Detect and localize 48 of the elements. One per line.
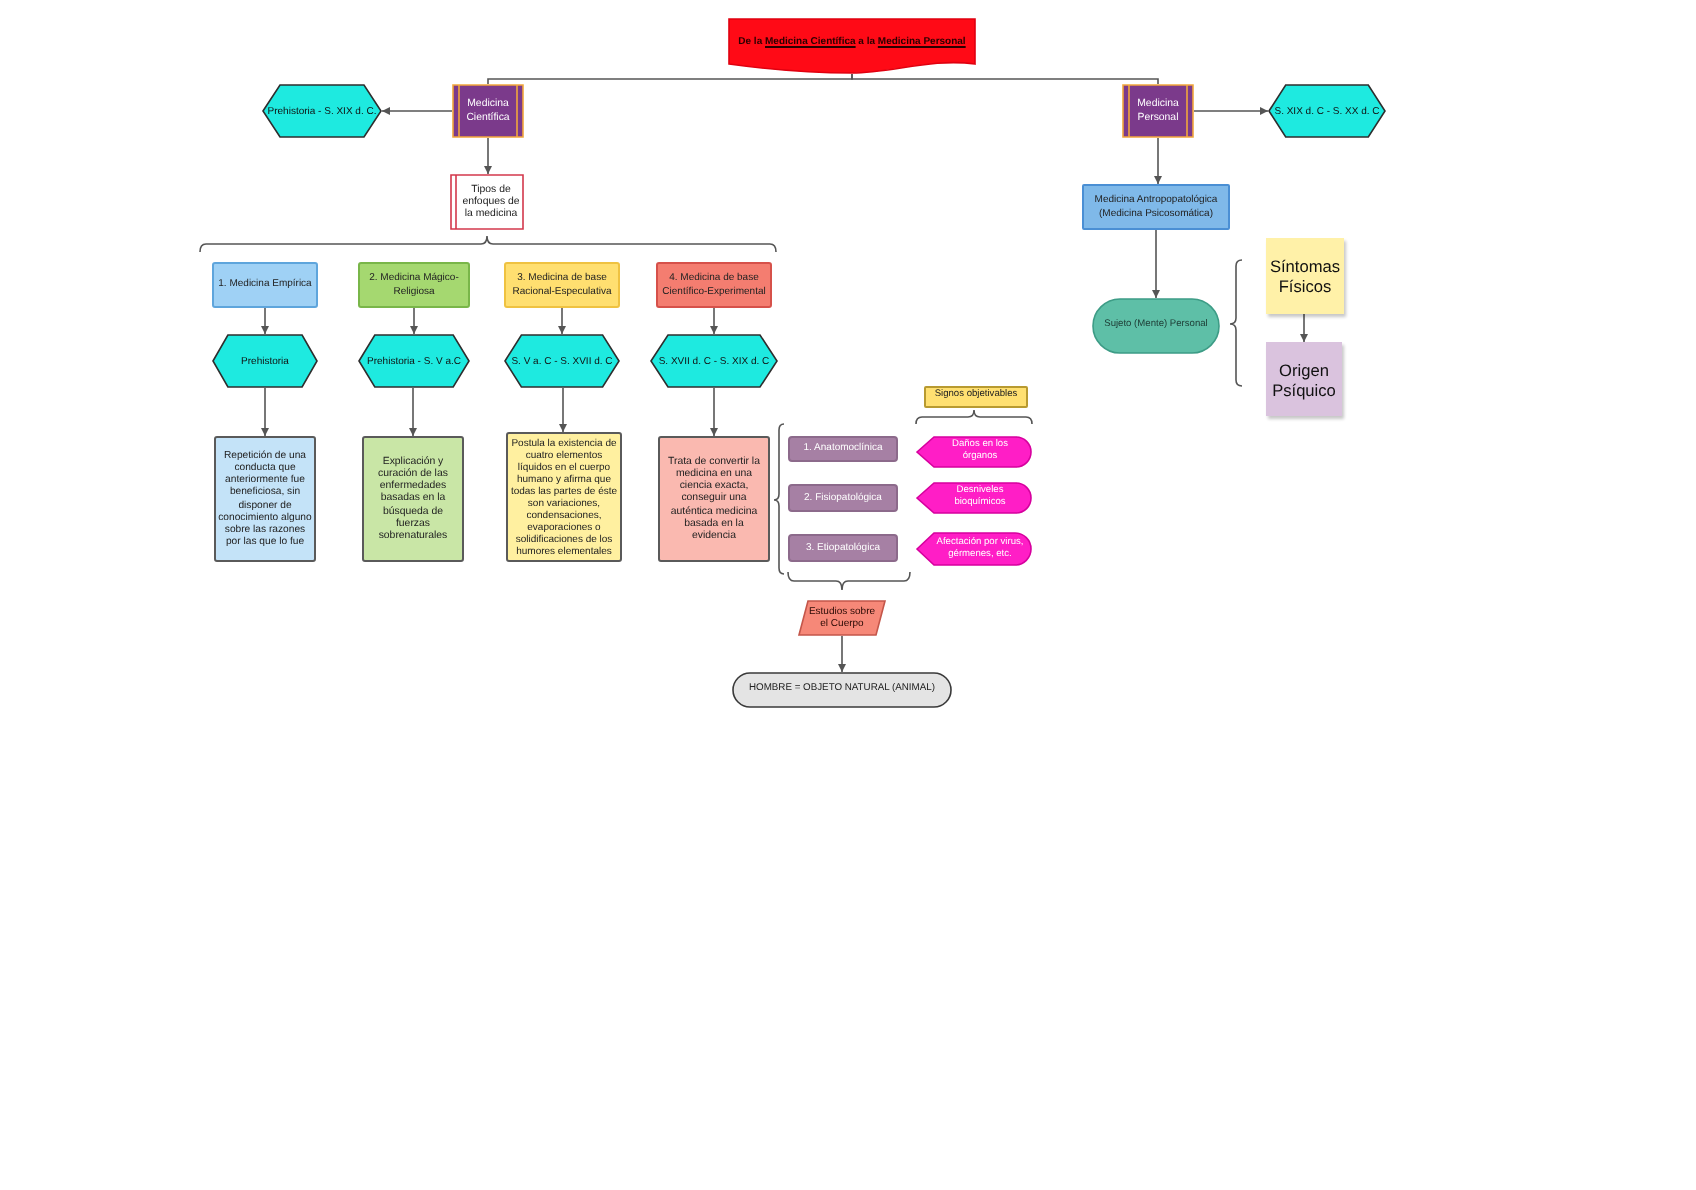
arrow: [710, 307, 718, 335]
category-box: [212, 262, 318, 308]
arrow: [558, 307, 566, 335]
arrow: [410, 307, 418, 335]
hexagon-shape: [212, 334, 318, 388]
title-banner: [728, 18, 976, 74]
process-box: [450, 174, 524, 230]
note-text: Síntomas Físicos: [1269, 256, 1341, 296]
display-shape: [916, 532, 1032, 566]
arrow: [559, 387, 567, 433]
arrow: [409, 387, 417, 437]
hexagon-shape: [504, 334, 620, 388]
arrow: [1154, 137, 1162, 185]
category-box: [504, 262, 620, 308]
study-box: [788, 436, 898, 462]
hexagon-shape: [650, 334, 778, 388]
arrow: [1193, 107, 1269, 115]
category-box: [656, 262, 772, 308]
category-box: [358, 262, 470, 308]
description-box: [214, 436, 316, 562]
study-box: [788, 484, 898, 512]
arrow: [381, 107, 453, 115]
connector-line: [851, 73, 1159, 85]
display-shape: [916, 436, 1032, 468]
arrow: [261, 387, 269, 437]
parallelogram-shape: [798, 600, 886, 636]
description-box: [362, 436, 464, 562]
arrow: [484, 137, 492, 175]
rounded-pill: [1092, 298, 1220, 354]
hexagon-shape: [1268, 84, 1386, 138]
hexagon-shape: [358, 334, 470, 388]
process-box: [1122, 84, 1194, 138]
hexagon-shape: [262, 84, 382, 138]
header-box: [924, 386, 1028, 408]
study-box: [788, 534, 898, 562]
arrow: [838, 635, 846, 673]
note-text: Origen Psíquico: [1270, 359, 1338, 399]
sticky-note: [1266, 238, 1344, 314]
sticky-note: [1266, 342, 1342, 416]
display-shape: [916, 482, 1032, 514]
arrow: [710, 387, 718, 437]
arrow: [1300, 313, 1308, 343]
process-box: [452, 84, 524, 138]
category-box: [1082, 184, 1230, 230]
arrow: [261, 307, 269, 335]
connector-line: [487, 73, 853, 85]
arrow: [1152, 229, 1160, 299]
description-box: [658, 436, 770, 562]
